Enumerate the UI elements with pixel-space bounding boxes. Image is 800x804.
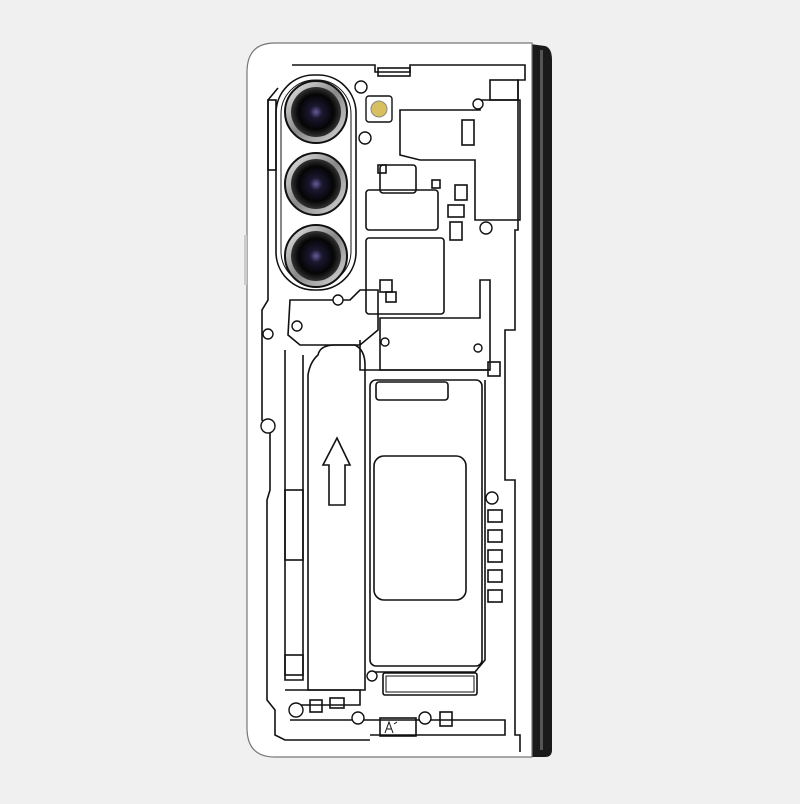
circuit-lines	[261, 64, 526, 752]
screw-holes	[260, 80, 499, 725]
logo-mark	[384, 720, 398, 734]
camera-lens-icon	[284, 80, 348, 144]
side-button	[244, 235, 247, 285]
hinge-highlight	[540, 50, 543, 750]
flash-icon	[365, 95, 393, 123]
arrow-up-icon	[321, 436, 352, 506]
camera-lens-icon	[284, 152, 348, 216]
camera-lens-icon	[284, 224, 348, 288]
